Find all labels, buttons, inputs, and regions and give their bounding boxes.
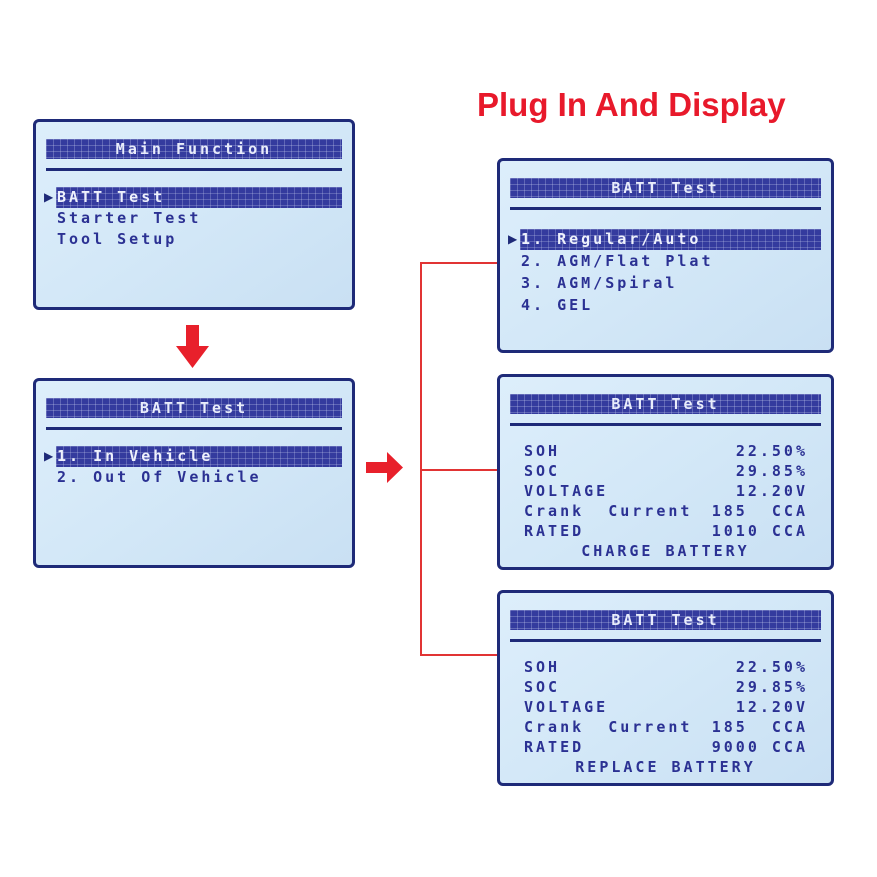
result-value: 12.20V bbox=[735, 698, 808, 716]
menu-item-agm-spiral[interactable]: 3. AGM/Spiral bbox=[500, 272, 831, 294]
result-row-soc: SOC 29.85% bbox=[500, 461, 831, 481]
connector-vertical-line bbox=[420, 262, 422, 656]
menu-item-out-of-vehicle[interactable]: 2. Out Of Vehicle bbox=[36, 467, 352, 488]
menu-item-starter-test[interactable]: Starter Test bbox=[36, 208, 352, 229]
menu-list: ▶ 1. Regular/Auto 2. AGM/Flat Plat 3. AG… bbox=[500, 228, 831, 316]
menu-item-label: Starter Test bbox=[57, 209, 202, 227]
screen-title-bar: BATT Test bbox=[46, 398, 342, 418]
result-value: 29.85% bbox=[735, 678, 808, 696]
selector-arrow-icon: ▶ bbox=[44, 449, 54, 463]
result-value: 22.50% bbox=[735, 658, 808, 676]
menu-item-label: 4. GEL bbox=[521, 295, 594, 314]
result-value: 29.85% bbox=[735, 462, 808, 480]
connector-branch-top bbox=[420, 262, 510, 264]
screen-batt-mode: BATT Test ▶ 1. In Vehicle 2. Out Of Vehi… bbox=[33, 378, 355, 568]
page-title: Plug In And Display bbox=[477, 86, 786, 123]
header-divider bbox=[46, 427, 342, 430]
result-label: Crank Current bbox=[524, 502, 693, 520]
result-row-voltage: VOLTAGE 12.20V bbox=[500, 697, 831, 717]
screen-batt-type: BATT Test ▶ 1. Regular/Auto 2. AGM/Flat … bbox=[497, 158, 834, 353]
result-label: Crank Current bbox=[524, 718, 693, 736]
menu-item-in-vehicle[interactable]: ▶ 1. In Vehicle bbox=[36, 446, 352, 467]
result-row-rated: RATED 1010 CCA bbox=[500, 521, 831, 541]
menu-item-regular-auto[interactable]: ▶ 1. Regular/Auto bbox=[500, 228, 831, 250]
result-value: 12.20V bbox=[735, 482, 808, 500]
screen-result-charge: BATT Test SOH 22.50% SOC 29.85% VOLTAGE … bbox=[497, 374, 834, 570]
result-label: RATED bbox=[524, 738, 585, 756]
result-label: VOLTAGE bbox=[524, 482, 609, 500]
screen-title-bar: BATT Test bbox=[510, 610, 821, 630]
result-label: SOH bbox=[524, 658, 561, 676]
menu-item-label: 1. In Vehicle bbox=[56, 446, 342, 467]
result-row-crank-current: Crank Current 185 CCA bbox=[500, 717, 831, 737]
screen-title-bar: Main Function bbox=[46, 139, 342, 159]
menu-item-label: Tool Setup bbox=[57, 230, 178, 248]
result-row-crank-current: Crank Current 185 CCA bbox=[500, 501, 831, 521]
menu-item-tool-setup[interactable]: Tool Setup bbox=[36, 229, 352, 250]
menu-item-batt-test[interactable]: ▶ BATT Test bbox=[36, 187, 352, 208]
result-label: RATED bbox=[524, 522, 585, 540]
result-label: SOC bbox=[524, 678, 561, 696]
result-value: 185 CCA bbox=[711, 718, 808, 736]
result-value: 1010 CCA bbox=[711, 522, 808, 540]
menu-list: ▶ 1. In Vehicle 2. Out Of Vehicle bbox=[36, 446, 352, 488]
screen-result-replace: BATT Test SOH 22.50% SOC 29.85% VOLTAGE … bbox=[497, 590, 834, 786]
result-label: VOLTAGE bbox=[524, 698, 609, 716]
result-label: SOH bbox=[524, 442, 561, 460]
menu-item-gel[interactable]: 4. GEL bbox=[500, 294, 831, 316]
result-row-rated: RATED 9000 CCA bbox=[500, 737, 831, 757]
result-row-soh: SOH 22.50% bbox=[500, 657, 831, 677]
menu-item-label: BATT Test bbox=[56, 187, 342, 208]
menu-item-agm-flat-plat[interactable]: 2. AGM/Flat Plat bbox=[500, 250, 831, 272]
result-row-voltage: VOLTAGE 12.20V bbox=[500, 481, 831, 501]
menu-item-label: 1. Regular/Auto bbox=[520, 228, 821, 250]
connector-branch-bottom bbox=[420, 654, 510, 656]
screen-title-bar: BATT Test bbox=[510, 394, 821, 414]
result-row-soh: SOH 22.50% bbox=[500, 441, 831, 461]
down-arrow-icon bbox=[176, 325, 209, 368]
header-divider bbox=[510, 207, 821, 210]
result-verdict: REPLACE BATTERY bbox=[575, 758, 756, 776]
screen-main-function: Main Function ▶ BATT Test Starter Test T… bbox=[33, 119, 355, 310]
result-table: SOH 22.50% SOC 29.85% VOLTAGE 12.20V Cra… bbox=[500, 657, 831, 777]
connector-branch-middle bbox=[420, 469, 510, 471]
menu-item-label: 3. AGM/Spiral bbox=[521, 273, 678, 292]
header-divider bbox=[46, 168, 342, 171]
result-verdict: CHARGE BATTERY bbox=[581, 542, 750, 560]
selector-arrow-icon: ▶ bbox=[44, 190, 54, 204]
screen-title-bar: BATT Test bbox=[510, 178, 821, 198]
selector-arrow-icon: ▶ bbox=[508, 231, 518, 246]
result-value: 22.50% bbox=[735, 442, 808, 460]
result-row-soc: SOC 29.85% bbox=[500, 677, 831, 697]
header-divider bbox=[510, 639, 821, 642]
menu-list: ▶ BATT Test Starter Test Tool Setup bbox=[36, 187, 352, 250]
menu-item-label: 2. Out Of Vehicle bbox=[57, 468, 262, 486]
result-label: SOC bbox=[524, 462, 561, 480]
right-arrow-icon bbox=[366, 452, 403, 483]
header-divider bbox=[510, 423, 821, 426]
result-value: 185 CCA bbox=[711, 502, 808, 520]
result-table: SOH 22.50% SOC 29.85% VOLTAGE 12.20V Cra… bbox=[500, 441, 831, 561]
menu-item-label: 2. AGM/Flat Plat bbox=[521, 251, 714, 270]
result-value: 9000 CCA bbox=[711, 738, 808, 756]
